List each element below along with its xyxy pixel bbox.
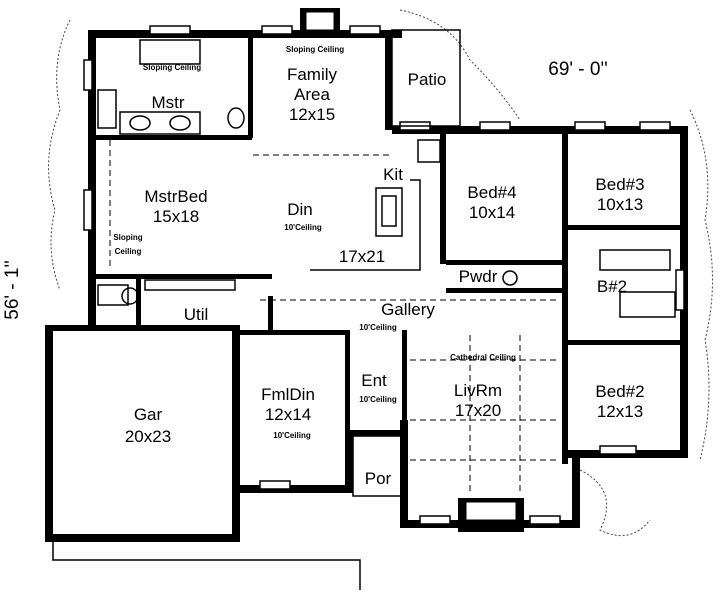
family-dining-note: 10'Ceiling (273, 431, 311, 440)
garage-name: Gar (134, 405, 163, 424)
gallery-name: Gallery (381, 300, 435, 319)
living-note: Cathedral Ceiling (450, 353, 516, 362)
master-bath-name: Mstr (151, 93, 184, 112)
family-area-name-2: Area (294, 85, 330, 104)
living-name: LivRm (454, 381, 502, 400)
interior-walls (96, 38, 680, 464)
dashed-lines (109, 140, 560, 495)
bath2-name: B#2 (597, 277, 627, 296)
fixtures (97, 39, 676, 318)
bed2-name: Bed#2 (595, 382, 644, 401)
master-bed-note-2: Ceiling (115, 247, 142, 256)
bed3-size: 10x13 (597, 195, 643, 214)
bed3-name: Bed#3 (595, 175, 644, 194)
master-bed-note-1: Sloping (113, 233, 142, 242)
living-size: 17x20 (455, 401, 501, 420)
family-dining-size: 12x14 (265, 405, 311, 424)
dining-name: Din (287, 200, 313, 219)
depth-dimension: 56' - 1'' (2, 260, 23, 319)
landscaping (48, 9, 713, 537)
garage-driveway (52, 540, 361, 590)
patio-name: Patio (408, 70, 447, 89)
family-area-note: Sloping Ceiling (286, 45, 344, 54)
dining-size: 17x21 (339, 247, 385, 266)
family-area-size: 12x15 (289, 105, 335, 124)
patio-outline (391, 29, 461, 127)
entry-name: Ent (361, 371, 387, 390)
bed4-name: Bed#4 (467, 183, 516, 202)
master-bed-size: 15x18 (153, 207, 199, 226)
family-dining-name: FmlDin (261, 385, 315, 404)
porch-outline (352, 435, 402, 497)
powder-name: Pwdr (459, 267, 498, 286)
width-dimension: 69' - 0'' (548, 59, 607, 80)
master-bath-note: Sloping Ceiling (143, 63, 201, 72)
porch-name: Por (365, 469, 392, 488)
utility-name: Util (184, 305, 209, 324)
dining-note: 10'Ceiling (284, 223, 322, 232)
bed4-size: 10x14 (469, 203, 515, 222)
bed2-size: 12x13 (597, 402, 643, 421)
master-bed-name: MstrBed (144, 187, 207, 206)
garage-size: 20x23 (125, 427, 171, 446)
kitchen-name: Kit (383, 165, 403, 184)
family-area-name-1: Family (287, 65, 338, 84)
gallery-note: 10'Ceiling (359, 323, 397, 332)
entry-note: 10'Ceiling (359, 395, 397, 404)
